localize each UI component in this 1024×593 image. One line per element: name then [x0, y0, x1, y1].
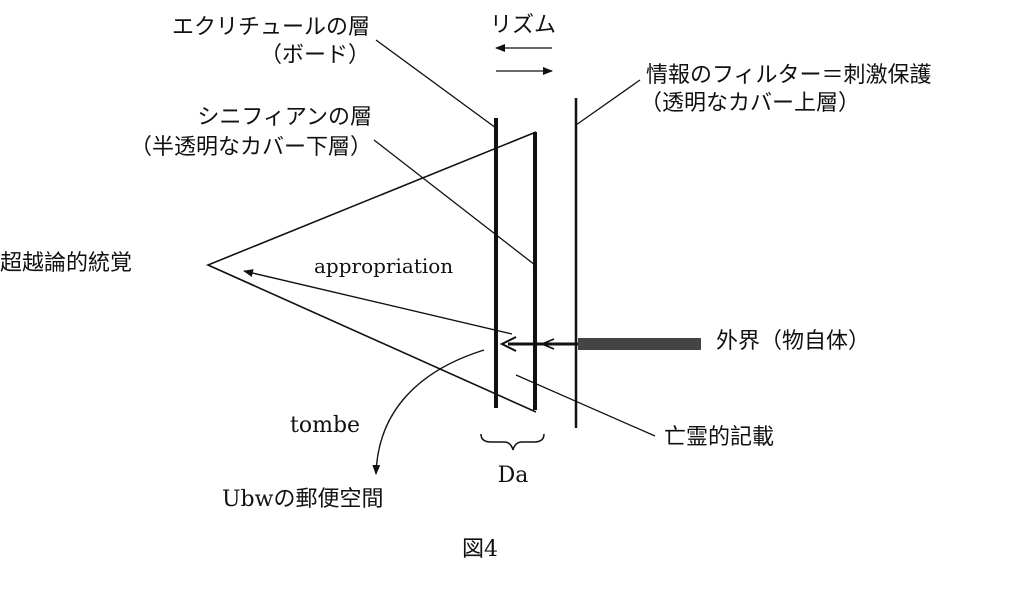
- external-world-arrowhead-icon-2: [539, 338, 555, 350]
- filter-sub-label: （透明なカバー上層）: [640, 91, 861, 116]
- external-world-label: 外界（物自体）: [716, 329, 871, 354]
- tombe-label: tombe: [290, 413, 361, 438]
- signifiant-leader-line: [373, 139, 536, 266]
- triangle-outline: [205, 131, 537, 413]
- transcendental-label: 超越論的統覚: [0, 251, 133, 276]
- ghost-inscription-leader-line: [515, 374, 656, 437]
- ecriture-sub-label: （ボード）: [259, 43, 370, 68]
- ghost-inscription-label: 亡霊的記載: [664, 425, 775, 450]
- tombe-arrow: [372, 349, 485, 475]
- signifiant-layer-label: シニフィアンの層: [197, 105, 372, 130]
- da-brace: [480, 433, 545, 451]
- da-label: Da: [497, 463, 529, 488]
- figure-caption: 図4: [462, 537, 498, 562]
- appropriation-label: appropriation: [314, 254, 454, 278]
- filter-leader-line: [575, 79, 641, 126]
- rhythm-label: リズム: [490, 13, 557, 38]
- signifiant-sub-label: （半透明なカバー下層）: [129, 135, 372, 160]
- external-world-beam: [578, 338, 701, 350]
- ecriture-layer-label: エクリチュールの層: [171, 15, 370, 40]
- filter-label: 情報のフィルター＝刺激保護: [646, 63, 932, 88]
- ecriture-leader-line: [375, 39, 497, 129]
- ubw-space-label: Ubwの郵便空間: [222, 487, 384, 512]
- appropriation-arrow: [243, 269, 513, 335]
- external-world-arrowhead-icon: [499, 336, 517, 352]
